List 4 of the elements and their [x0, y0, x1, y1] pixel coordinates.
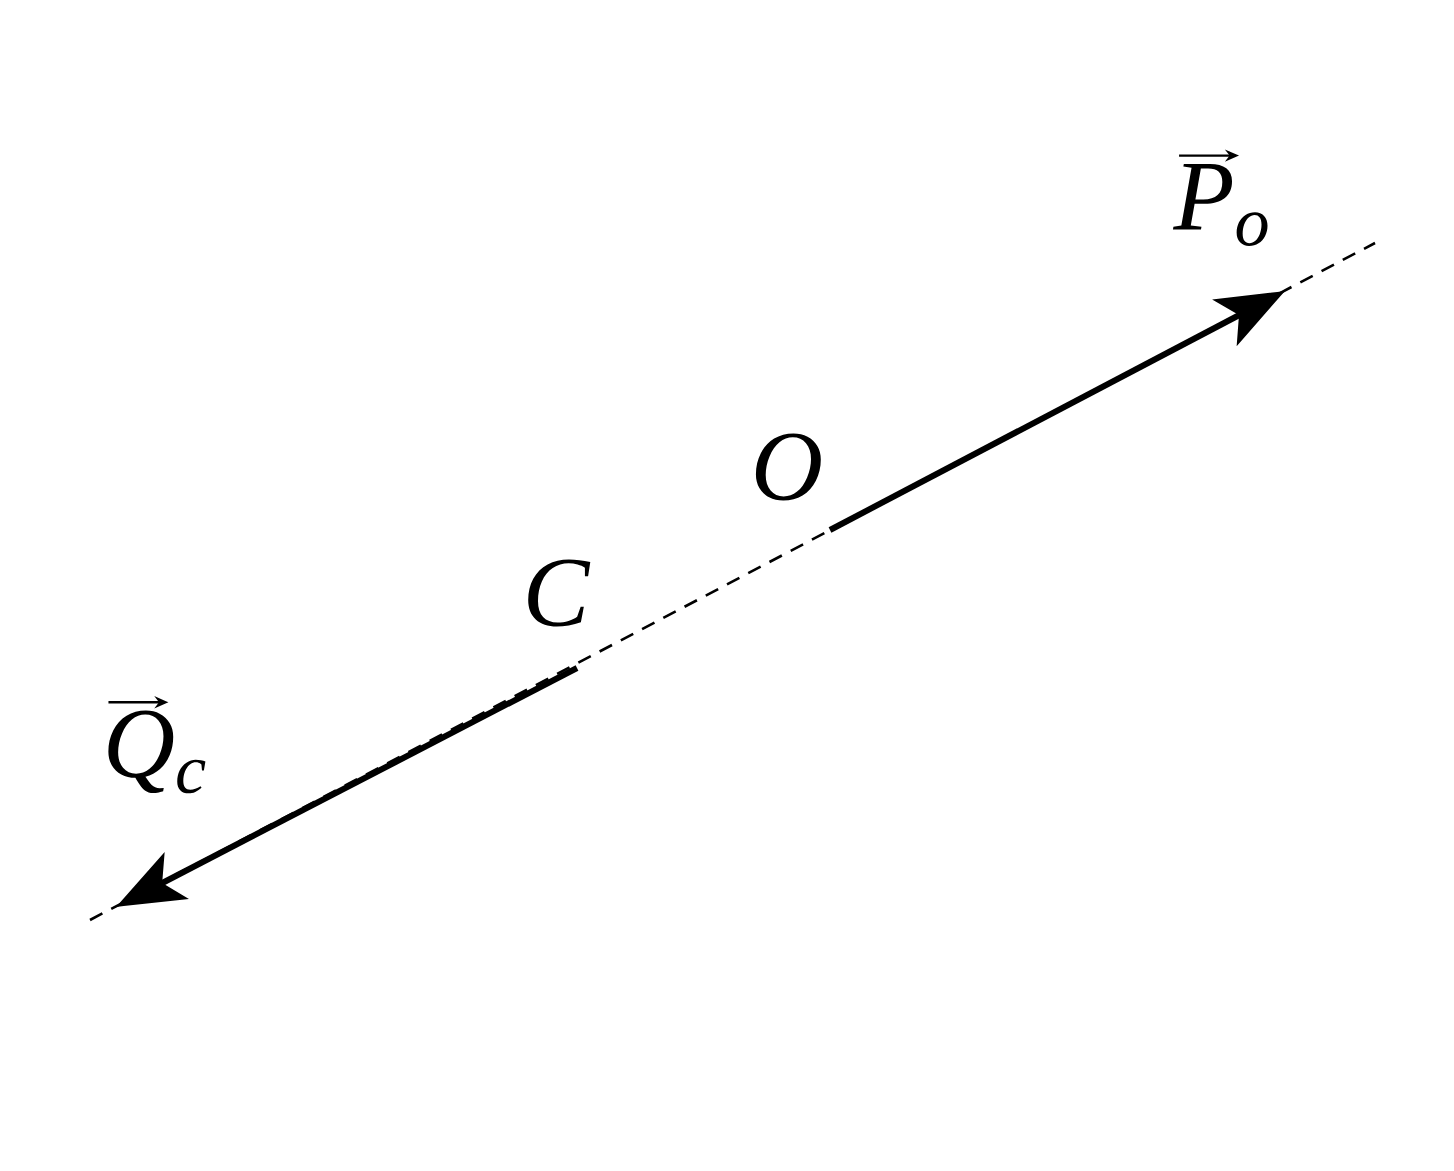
point-label: Q$_{c}$	[108, 710, 206, 794]
point-label: P$_{o}$	[1172, 164, 1268, 246]
point-label: O	[755, 433, 821, 501]
point-label: C	[528, 559, 591, 627]
